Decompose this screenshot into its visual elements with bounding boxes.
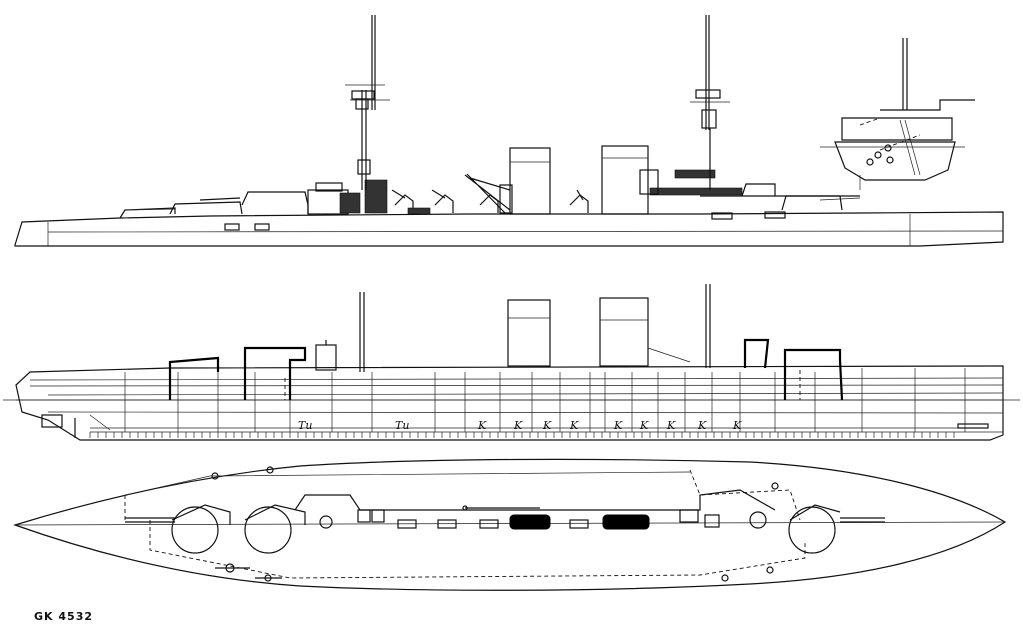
boiler-label-2: K <box>513 419 523 432</box>
turbine-label-1: Tu <box>298 419 312 432</box>
boiler-label-5: K <box>613 419 623 432</box>
boiler-label-4: K <box>569 419 579 432</box>
inboard-profile-view: Tu Tu K K K K K K K K K <box>3 284 1020 441</box>
boiler-label-7: K <box>666 419 676 432</box>
boiler-label-8: K <box>697 419 707 432</box>
bulkhead-lines <box>124 368 966 432</box>
forward-tower-hatching <box>339 179 388 214</box>
boiler-label-6: K <box>639 419 649 432</box>
front-elevation-detail <box>820 38 975 190</box>
deck-plan-view <box>13 458 1007 591</box>
boiler-label-9: K <box>732 419 742 432</box>
boiler-label-3: K <box>542 419 552 432</box>
boiler-label-1: K <box>477 419 487 432</box>
plate-code: GK 4532 <box>34 610 93 623</box>
turbine-label-2: Tu <box>395 419 409 432</box>
external-profile-view <box>14 15 1004 247</box>
frame-ticks <box>89 432 955 438</box>
compartment-labels: Tu Tu K K K K K K K K K <box>298 419 742 432</box>
